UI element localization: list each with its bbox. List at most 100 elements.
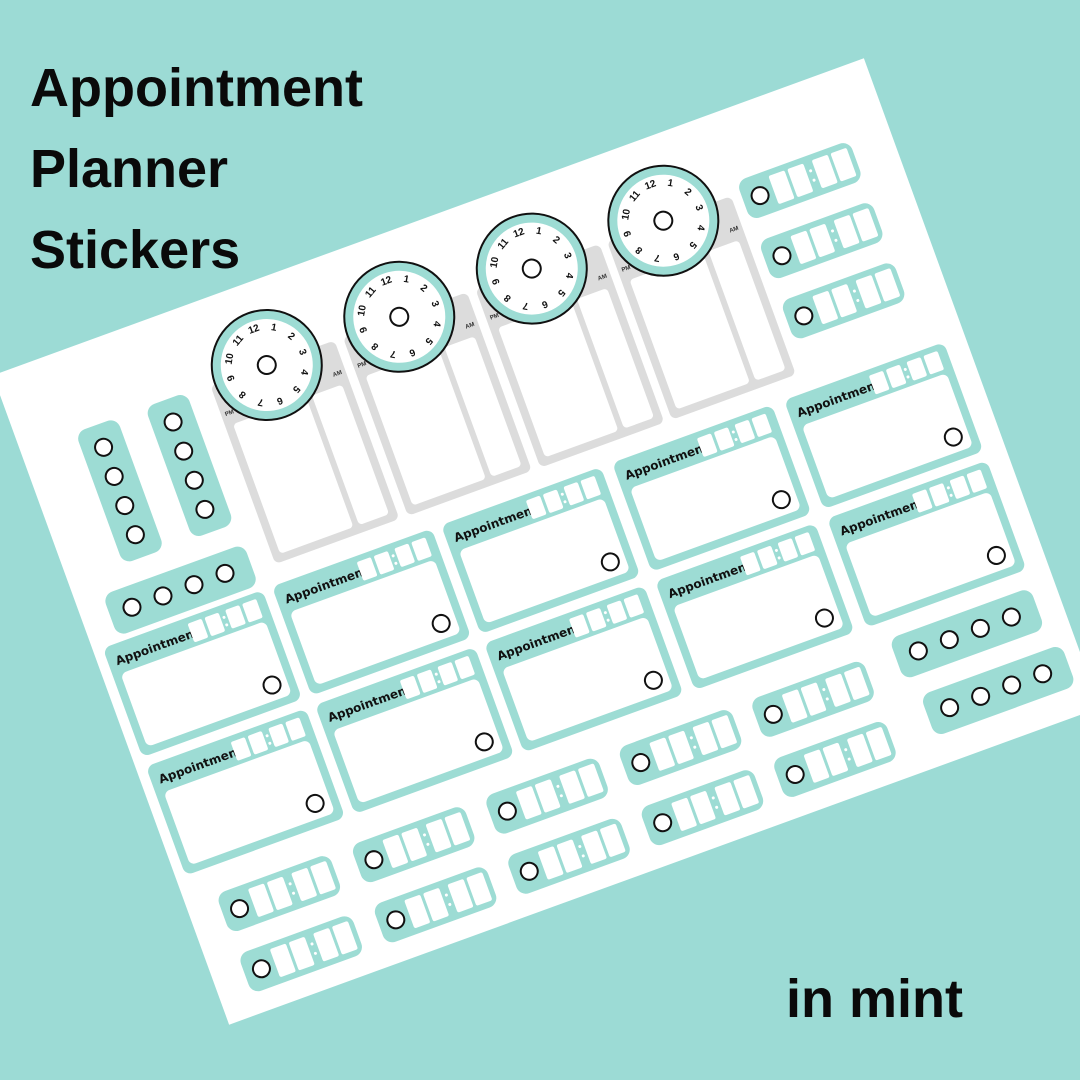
clock-number: 2	[285, 330, 297, 343]
clock-number: 3	[428, 299, 441, 309]
colon-dot	[606, 618, 611, 623]
colon-dot	[714, 805, 719, 810]
circle-icon	[761, 702, 786, 727]
clock-number: 4	[430, 319, 443, 328]
colon-dot	[291, 891, 296, 896]
colon-dot	[288, 881, 293, 886]
colon-dot	[812, 178, 816, 183]
am-label: AM	[332, 369, 343, 379]
time-sticker	[483, 755, 611, 837]
clock-center-circle	[253, 352, 280, 378]
circle-icon	[112, 493, 137, 518]
time-digit-box	[411, 537, 433, 562]
clock-number: 9	[490, 276, 503, 286]
colon-dot	[391, 553, 396, 558]
time-digit-box	[794, 531, 816, 556]
colon-dot	[560, 492, 565, 497]
colon-dot	[852, 289, 857, 294]
clock-number: 10	[355, 303, 369, 317]
color-subtitle: in mint	[786, 969, 963, 1029]
colon-dot	[855, 298, 860, 303]
colon-dot	[563, 499, 567, 504]
clock-number: 12	[379, 274, 394, 289]
circle-icon	[361, 847, 387, 872]
circle-icon	[495, 798, 520, 824]
colon-dot	[734, 437, 738, 442]
time-sticker	[350, 804, 478, 885]
vertical-dot-strip	[75, 417, 165, 565]
headline-line-1: Appointment	[30, 58, 363, 118]
time-sticker	[771, 719, 899, 800]
colon-dot	[711, 796, 716, 800]
colon-dot	[313, 951, 318, 956]
clock-number: 8	[369, 339, 381, 352]
clock-number: 5	[421, 335, 434, 347]
colon-dot	[422, 832, 427, 837]
clock-number: 2	[417, 282, 430, 295]
circle-icon	[181, 572, 207, 597]
clock-number: 1	[666, 177, 674, 190]
clock-number: 1	[402, 273, 410, 286]
circle-icon	[937, 627, 962, 652]
time-sticker	[758, 200, 886, 281]
clock-number: 2	[550, 233, 562, 246]
clock-number: 7	[521, 299, 529, 312]
circle-icon	[212, 561, 238, 586]
colon-dot	[847, 757, 852, 762]
circle-icon	[160, 409, 186, 435]
circle-icon	[249, 956, 274, 981]
time-digit-box	[966, 469, 988, 494]
am-label: AM	[464, 321, 476, 331]
colon-dot	[821, 687, 826, 692]
colon-dot	[434, 672, 439, 677]
colon-dot	[825, 697, 830, 701]
clock-number: 9	[621, 229, 635, 239]
circle-icon	[968, 616, 993, 641]
circle-icon	[769, 243, 795, 268]
time-digit-box	[751, 413, 773, 438]
time-sticker	[617, 707, 745, 788]
clock-number: 6	[407, 345, 417, 359]
clock-number: 4	[694, 223, 707, 231]
clock-number: 6	[540, 297, 550, 310]
headline: Appointment Planner Stickers	[30, 48, 363, 291]
colon-dot	[906, 375, 910, 379]
am-label: AM	[597, 273, 608, 283]
clock-center-circle	[518, 255, 545, 282]
circle-icon	[791, 303, 817, 329]
time-sticker	[780, 260, 908, 342]
time-digit-box	[923, 350, 945, 375]
clock-number: 1	[269, 322, 277, 334]
time-sticker	[505, 816, 633, 897]
time-digit-box	[623, 594, 645, 618]
clock-number: 4	[297, 367, 310, 376]
colon-dot	[437, 679, 441, 684]
circle-icon	[783, 762, 808, 787]
colon-dot	[577, 844, 582, 849]
colon-dot	[310, 942, 314, 946]
circle-icon	[101, 464, 127, 489]
clock-number: 8	[633, 243, 645, 256]
headline-line-2: Planner	[30, 139, 229, 199]
time-digit-box	[454, 655, 476, 680]
headline-line-3: Stickers	[30, 220, 241, 280]
clock-number: 11	[495, 236, 511, 253]
circle-icon	[628, 750, 653, 775]
colon-dot	[224, 622, 229, 627]
clock-number: 9	[357, 325, 371, 335]
colon-dot	[393, 561, 398, 566]
circle-icon	[192, 497, 218, 522]
clock-number: 6	[671, 249, 681, 263]
clock-number: 8	[236, 387, 249, 400]
colon-dot	[689, 735, 694, 740]
am-label: AM	[728, 225, 740, 235]
circle-icon	[182, 468, 207, 493]
colon-dot	[556, 784, 560, 789]
clock-number: 3	[560, 251, 574, 261]
colon-dot	[949, 493, 954, 498]
colon-dot	[808, 168, 813, 173]
colon-dot	[603, 610, 608, 615]
colon-dot	[903, 367, 908, 372]
clock-number: 5	[686, 239, 699, 251]
clock-number: 11	[230, 333, 246, 349]
